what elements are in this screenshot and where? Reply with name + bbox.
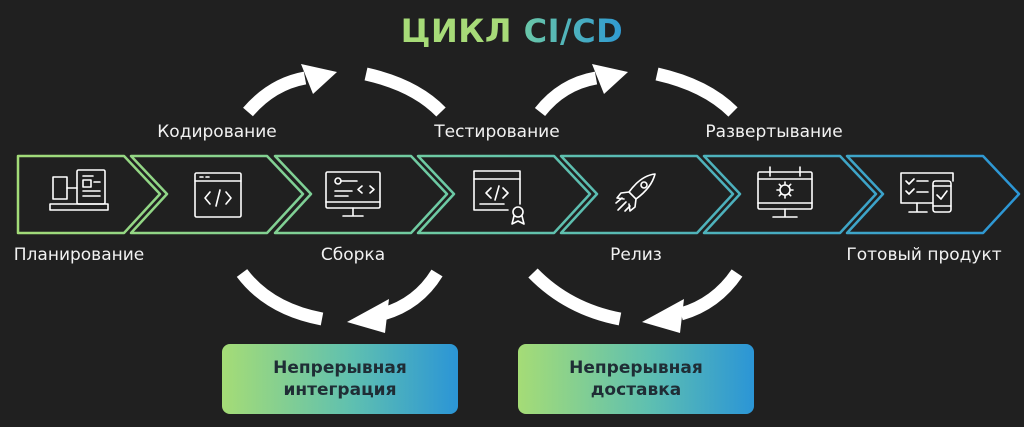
arrowhead-top-2 bbox=[592, 64, 628, 94]
cycle-arrow-delivery-right bbox=[679, 269, 743, 321]
stage-label-coding: Кодирование bbox=[157, 122, 277, 142]
stage-label-testing: Тестирование bbox=[434, 122, 560, 142]
code-window-icon bbox=[194, 172, 242, 218]
tested-code-icon bbox=[473, 170, 525, 225]
cycle-arrow-coding-to-testing-right bbox=[364, 67, 446, 117]
build-monitor-icon bbox=[325, 171, 381, 217]
arrowhead-top-1 bbox=[301, 64, 337, 94]
stage-label-release: Релиз bbox=[610, 245, 662, 265]
stage-label-build: Сборка bbox=[320, 245, 386, 265]
stage-label-planning: Планирование bbox=[13, 245, 145, 265]
cycle-arrow-coding-to-testing-left bbox=[243, 71, 307, 117]
stage-label-product: Готовый продукт bbox=[846, 245, 1002, 265]
planning-icon bbox=[49, 169, 109, 211]
phase-label-continuous-integration: Непрерывная интеграция bbox=[273, 358, 407, 400]
stage-label-deploy: Развертывание bbox=[705, 122, 843, 142]
stage-chevron-3 bbox=[273, 154, 449, 235]
diagram-title: ЦИКЛ CI/CD bbox=[0, 12, 1024, 50]
phase-label-continuous-delivery: Непрерывная доставка bbox=[569, 358, 703, 400]
cycle-arrow-integration-left bbox=[236, 268, 324, 326]
cycle-arrow-delivery-left bbox=[528, 268, 622, 326]
deploy-monitor-icon bbox=[757, 166, 813, 218]
title-part-cicd: CI/CD bbox=[523, 12, 624, 50]
cycle-arrow-testing-to-deploy-left bbox=[534, 71, 598, 117]
arrowhead-bottom-2 bbox=[642, 299, 684, 333]
phase-box-continuous-delivery: Непрерывная доставка bbox=[518, 344, 754, 414]
stage-chevron-5 bbox=[559, 154, 735, 235]
stage-chevron-1 bbox=[16, 154, 162, 235]
phase-box-continuous-integration: Непрерывная интеграция bbox=[222, 344, 458, 414]
stage-chevron-6 bbox=[702, 154, 878, 235]
arrowhead-bottom-1 bbox=[347, 299, 389, 333]
rocket-icon bbox=[615, 173, 656, 212]
cycle-arrow-testing-to-deploy-right bbox=[655, 67, 738, 117]
cycle-arrow-integration-right bbox=[381, 269, 443, 321]
stage-chevron-7 bbox=[845, 154, 1021, 235]
stage-chevron-2 bbox=[129, 154, 305, 235]
product-devices-icon bbox=[900, 172, 954, 213]
stage-chevron-4 bbox=[416, 154, 592, 235]
title-part-cycle: ЦИКЛ bbox=[400, 12, 512, 50]
